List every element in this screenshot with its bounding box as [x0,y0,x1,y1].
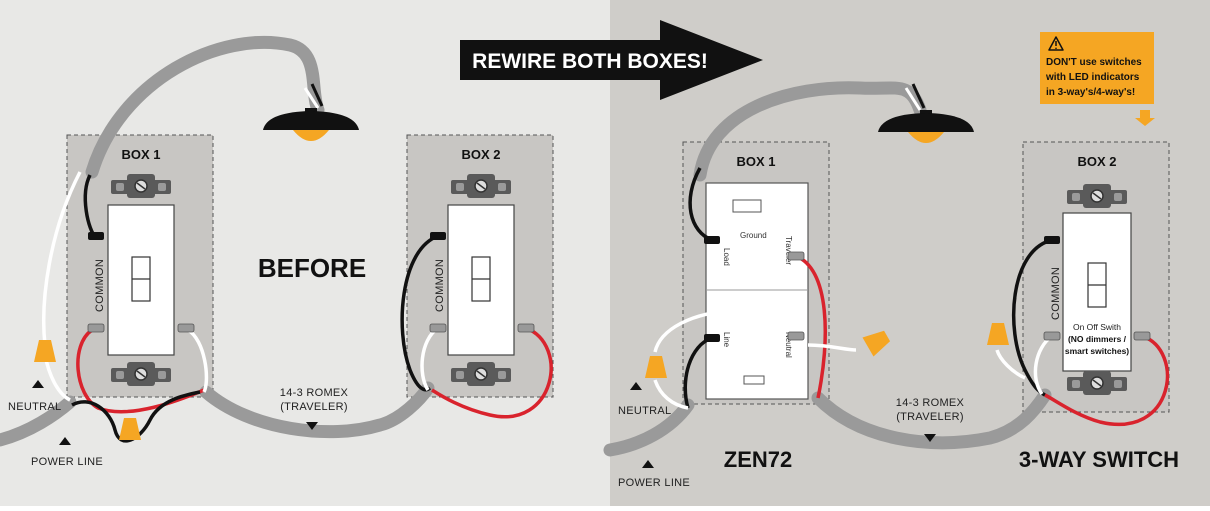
before-romex-line2: (TRAVELER) [280,401,348,413]
banner-arrow [460,20,763,100]
warning-line-1: DON'T use switches [1046,57,1142,68]
arrow-down-icon [924,434,936,442]
before-power-label: POWER LINE [31,456,103,468]
after-power-label: POWER LINE [618,477,690,489]
before-neutral-label: NEUTRAL [8,401,61,413]
switch-note-1: On Off Swith [1073,322,1121,332]
before-box1-title: BOX 1 [121,147,160,162]
after-box2-title: BOX 2 [1077,154,1116,169]
arrow-up-icon [630,382,642,390]
warning-line-2: with LED indicators [1045,72,1140,83]
warning-box: DON'T use switches with LED indicators i… [1040,32,1155,126]
after-common-label: COMMON [1050,267,1062,320]
banner: REWIRE BOTH BOXES! [460,20,763,100]
before-common-label-1: COMMON [94,259,106,312]
arrow-down-icon [306,422,318,430]
banner-text: REWIRE BOTH BOXES! [472,50,708,73]
arrow-up-icon [32,380,44,388]
switch-note-2: (NO dimmers / [1068,334,1127,344]
zen72-device [705,182,809,400]
after-romex-line1: 14-3 ROMEX [896,397,965,409]
before-label: BEFORE [258,253,366,283]
warning-arrow-icon [1135,110,1155,126]
zen-line-label: Line [722,332,731,348]
arrow-up-icon [59,437,71,445]
three-way-label: 3-WAY SWITCH [1019,447,1179,472]
warning-line-3: in 3-way's/4-way's! [1046,87,1135,98]
arrow-up-icon [642,460,654,468]
before-common-label-2: COMMON [434,259,446,312]
before-romex-line1: 14-3 ROMEX [280,387,349,399]
after-diagram: Ground Load Traveler Line Neutral [603,32,1179,489]
zen72-label: ZEN72 [724,447,792,472]
before-box2-title: BOX 2 [461,147,500,162]
before-diagram: BOX 1 BOX 2 COMMON COMMON BEFORE 14-3 RO… [0,35,554,468]
switch-note-3: smart switches) [1065,346,1129,356]
zen-ground-label: Ground [740,231,767,240]
after-box1-title: BOX 1 [736,154,775,169]
after-romex-line2: (TRAVELER) [896,411,964,423]
zen-neutral-label: Neutral [784,332,793,358]
zen-load-label: Load [722,248,731,266]
zen-traveler-label: Traveler [784,236,793,265]
after-neutral-label: NEUTRAL [618,405,671,417]
